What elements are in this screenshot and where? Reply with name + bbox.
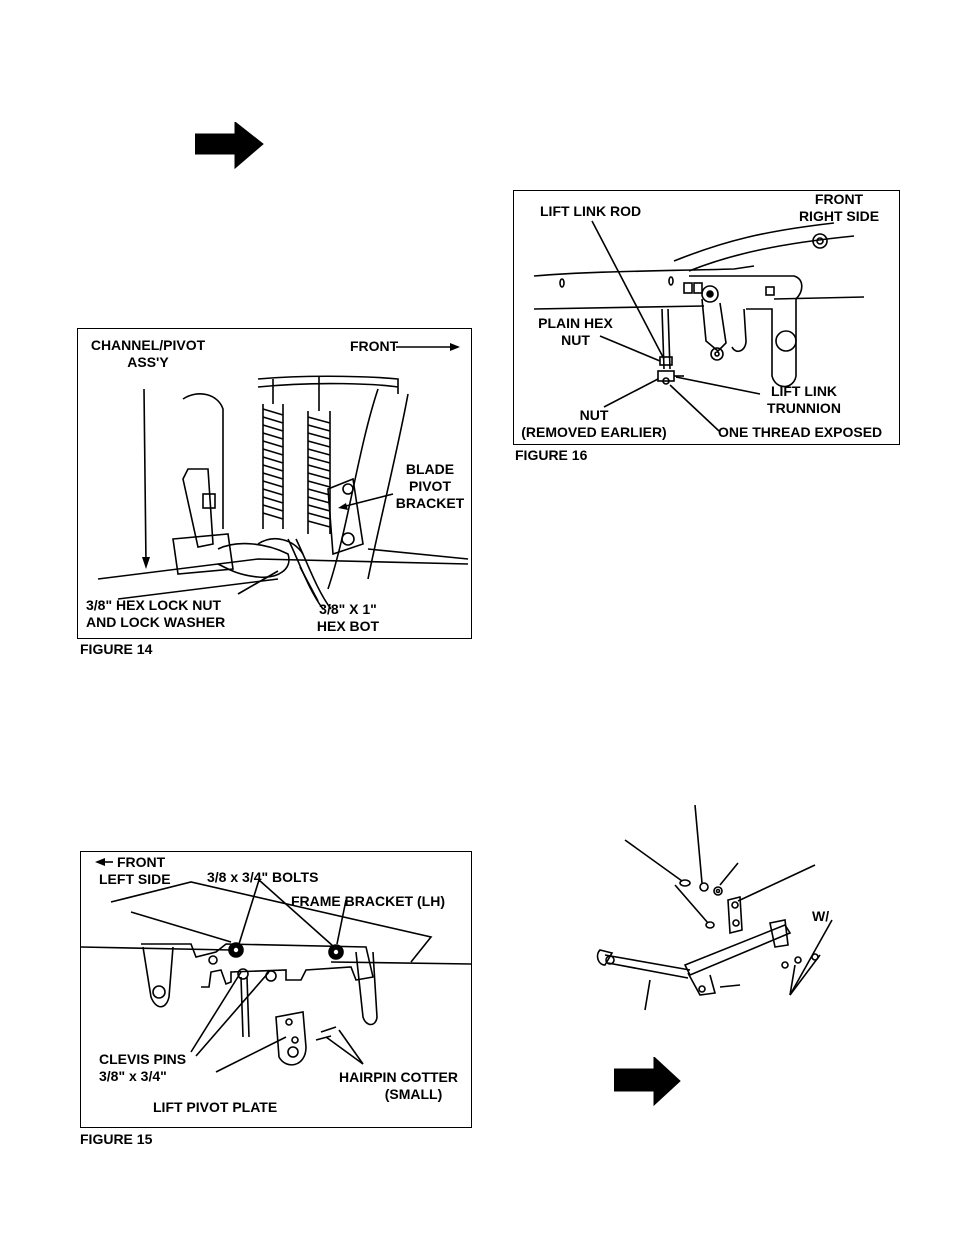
label-right-side: RIGHT SIDE bbox=[798, 208, 880, 224]
label-plain-hex: PLAIN HEX bbox=[538, 315, 613, 331]
label-bracket: BRACKET bbox=[395, 495, 465, 511]
label-wa: W/ bbox=[812, 908, 830, 924]
figure-14: CHANNEL/PIVOT ASS'Y FRONT BLADE PIVOT BR… bbox=[77, 328, 472, 639]
label-clevis-pins: CLEVIS PINS 3/8" x 3/4" bbox=[99, 1051, 186, 1085]
figure-14-caption: FIGURE 14 bbox=[80, 641, 153, 657]
partial-figure: W/ bbox=[590, 805, 840, 1025]
right-arrow-icon bbox=[195, 122, 265, 170]
label-pivot: PIVOT bbox=[408, 478, 451, 494]
figure-15-caption: FIGURE 15 bbox=[80, 1131, 153, 1147]
label-nut-2: NUT bbox=[579, 407, 609, 423]
label-lift-link-rod: LIFT LINK ROD bbox=[540, 203, 642, 219]
label-nut-1: NUT bbox=[561, 332, 590, 348]
label-bolts: 3/8 x 3/4" BOLTS bbox=[207, 869, 319, 885]
label-front-right-side: FRONT RIGHT SIDE bbox=[779, 191, 899, 225]
label-removed-earlier: (REMOVED EARLIER) bbox=[521, 424, 667, 440]
label-plain-hex-nut: PLAIN HEX NUT bbox=[528, 315, 623, 349]
label-assy: ASS'Y bbox=[127, 354, 169, 370]
label-trunnion: TRUNNION bbox=[767, 400, 841, 416]
label-channel-pivot: CHANNEL/PIVOT ASS'Y bbox=[78, 337, 218, 371]
figure-15: FRONT LEFT SIDE 3/8 x 3/4" BOLTS FRAME B… bbox=[80, 851, 472, 1128]
label-left-side: LEFT SIDE bbox=[99, 871, 171, 887]
label-channel-pivot-1: CHANNEL/PIVOT bbox=[90, 337, 206, 353]
label-small: (SMALL) bbox=[384, 1086, 443, 1102]
figure-16: LIFT LINK ROD FRONT RIGHT SIDE PLAIN HEX… bbox=[513, 190, 900, 445]
label-front: FRONT bbox=[814, 191, 864, 207]
label-lift-pivot-plate: LIFT PIVOT PLATE bbox=[153, 1099, 278, 1115]
label-nut-removed: NUT (REMOVED EARLIER) bbox=[514, 407, 674, 441]
label-hex-lock-nut-1: 3/8" HEX LOCK NUT bbox=[86, 597, 221, 613]
label-clevis-size: 3/8" x 3/4" bbox=[99, 1068, 167, 1084]
label-blade-pivot-bracket: BLADE PIVOT BRACKET bbox=[390, 461, 470, 512]
label-lift-link-trunnion: LIFT LINK TRUNNION bbox=[749, 383, 859, 417]
right-arrow-icon bbox=[614, 1057, 682, 1107]
label-hairpin-cotter: HAIRPIN COTTER (SMALL) bbox=[326, 1069, 471, 1103]
label-lock-washer: AND LOCK WASHER bbox=[86, 614, 226, 630]
label-front: FRONT bbox=[117, 854, 166, 870]
label-hex-lock-nut: 3/8" HEX LOCK NUT AND LOCK WASHER bbox=[86, 597, 225, 631]
label-blade: BLADE bbox=[405, 461, 455, 477]
label-hex-bolt: 3/8" X 1" HEX BOT bbox=[298, 601, 398, 635]
label-bolt-size: 3/8" X 1" bbox=[319, 601, 377, 617]
label-lift-link: LIFT LINK bbox=[770, 383, 838, 399]
label-clevis-pins-1: CLEVIS PINS bbox=[99, 1051, 187, 1067]
label-hex-bot: HEX BOT bbox=[316, 618, 380, 634]
label-front: FRONT bbox=[350, 338, 399, 354]
label-one-thread-exposed: ONE THREAD EXPOSED bbox=[718, 424, 883, 440]
figure-16-caption: FIGURE 16 bbox=[515, 447, 588, 463]
label-front-left-side: FRONT LEFT SIDE bbox=[99, 854, 171, 888]
label-frame-bracket: FRAME BRACKET (LH) bbox=[291, 893, 445, 909]
label-hairpin-cotter-1: HAIRPIN COTTER bbox=[339, 1069, 458, 1085]
